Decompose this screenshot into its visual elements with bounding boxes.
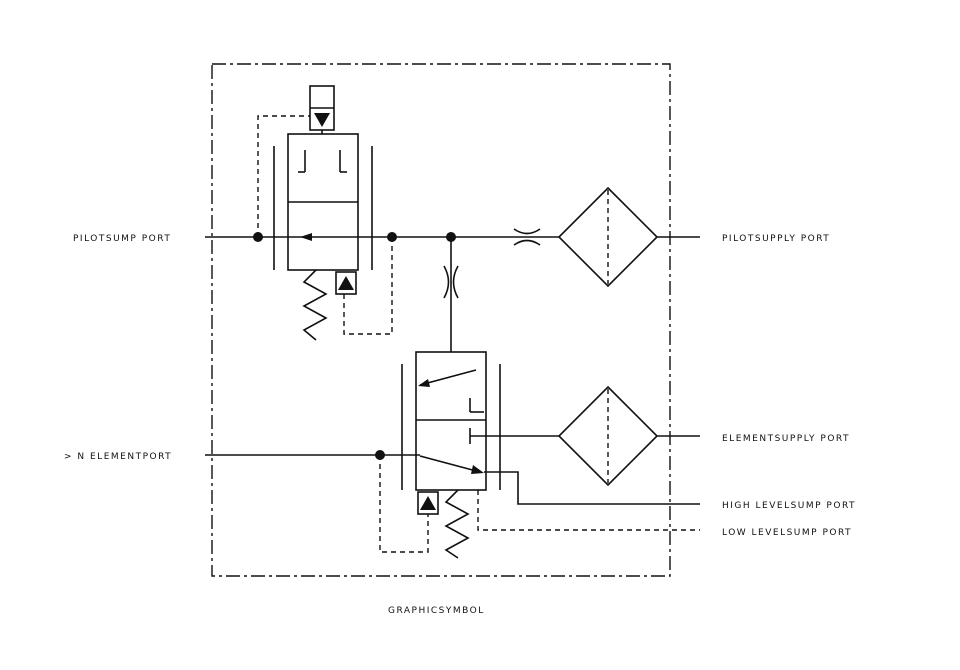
label-in-element-port: > N ELEMENTPORT (64, 452, 172, 462)
high-level-sump-line (484, 471, 700, 505)
pilot-actuator (335, 271, 357, 295)
element-pilot-arrow-icon (420, 496, 436, 510)
element-pilot-line (379, 455, 429, 553)
label-low-level-sump-port: LOW LEVELSUMP PORT (722, 528, 852, 538)
caption-graphic-symbol: GRAPHICSYMBOL (388, 606, 485, 616)
label-pilot-sump-port: PILOTSUMP PORT (73, 234, 171, 244)
pilot-line-upper (257, 115, 310, 237)
junction-dot (375, 450, 385, 460)
orifice-restrictor-horizontal (513, 228, 541, 235)
solenoid-arrow-icon (314, 113, 330, 127)
solenoid-pilot-valve (257, 85, 393, 341)
label-element-supply-port: ELEMENTSUPPLY PORT (722, 434, 850, 444)
label-pilot-supply-port: PILOTSUPPLY PORT (722, 234, 830, 244)
element-valve-body (415, 351, 487, 491)
element-level-valve (379, 351, 700, 559)
pilot-line-lower (343, 237, 393, 335)
pilot-actuator-arrow-icon (338, 276, 354, 290)
element-valve-spring (444, 489, 470, 559)
component-enclosure (211, 63, 671, 577)
label-high-level-sump-port: HIGH LEVELSUMP PORT (722, 501, 856, 511)
element-filter (557, 385, 700, 487)
pilot-filter (557, 186, 700, 288)
junction-dot (387, 232, 397, 242)
pilot-valve-spring (302, 269, 328, 341)
low-level-sump-line (477, 490, 700, 531)
orifice-restrictor-vertical (443, 265, 450, 299)
junction-dot (253, 232, 263, 242)
